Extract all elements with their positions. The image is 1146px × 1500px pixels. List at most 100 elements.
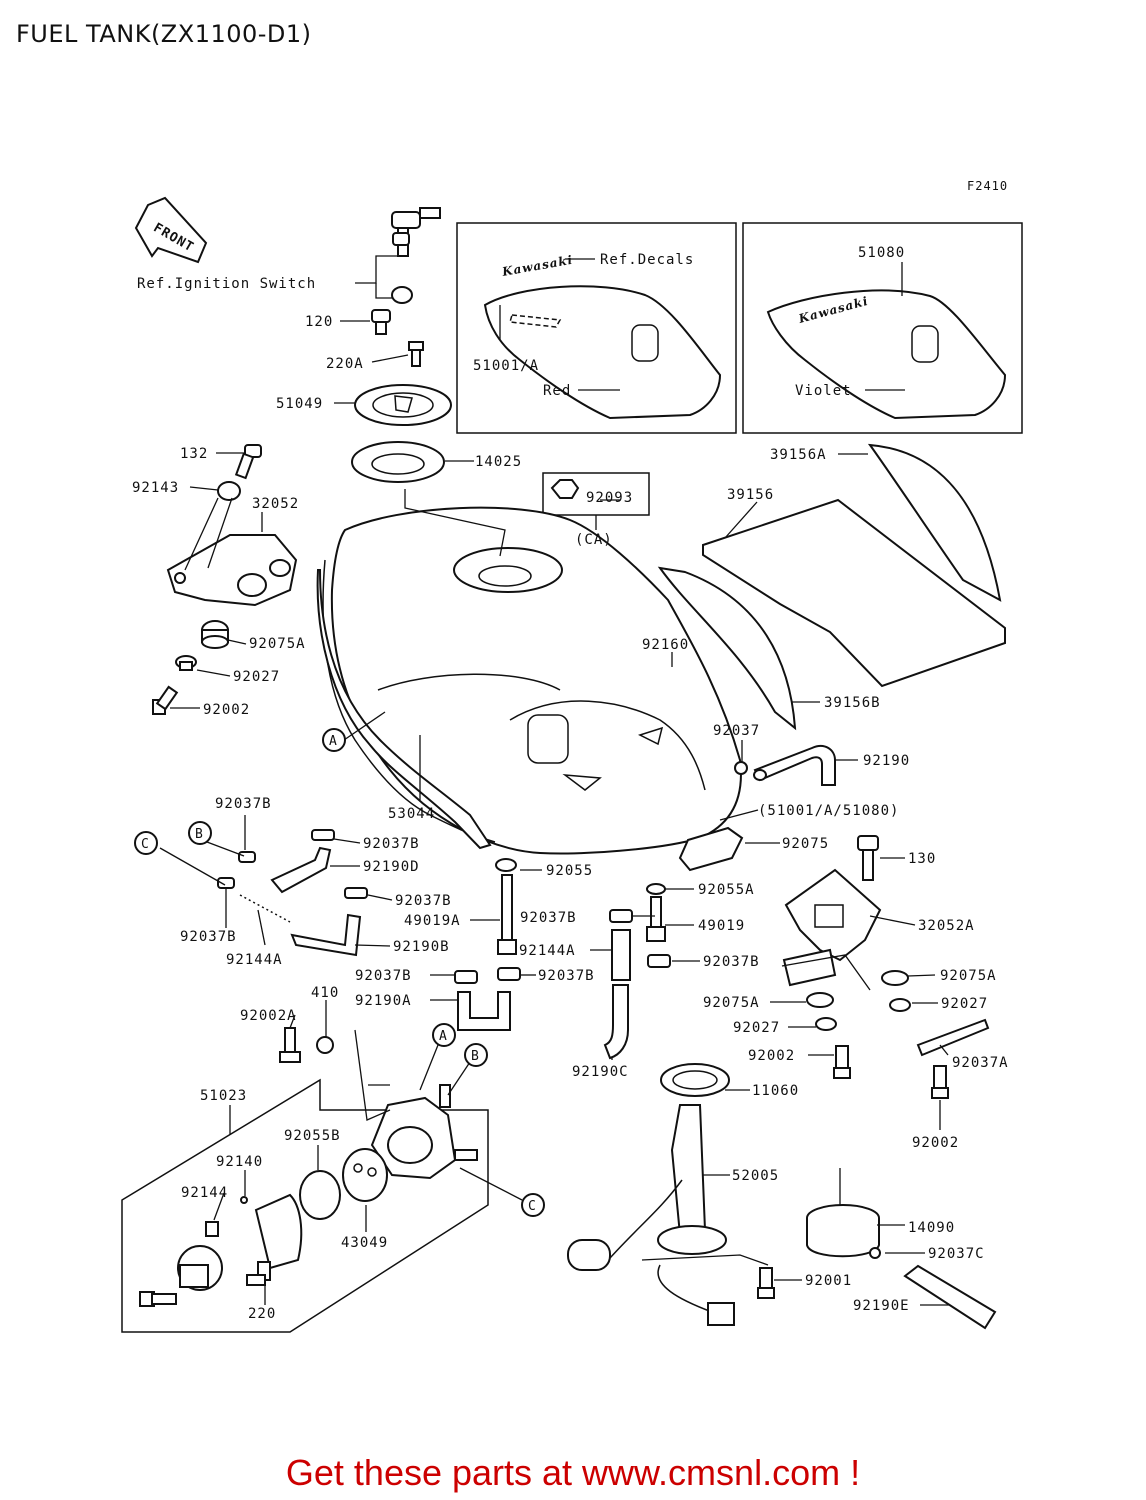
label-92190c: 92190C [572, 1064, 629, 1080]
cover-plate-icon [254, 1193, 303, 1270]
label-410: 410 [311, 985, 339, 1001]
bracket-32052-icon [166, 534, 298, 607]
label-92075a-mid: 92075A [703, 995, 760, 1011]
label-92001: 92001 [805, 1273, 852, 1289]
label-49019a: 49019A [404, 913, 461, 929]
label-92037b-h: 92037B [538, 968, 595, 984]
page-title: FUEL TANK(ZX1100-D1) [16, 20, 312, 48]
footer-link[interactable]: Get these parts at www.cmsnl.com ! [285, 1452, 861, 1493]
label-92190a: 92190A [355, 993, 412, 1009]
collar-92027-left-icon [175, 655, 197, 671]
screw-220a-icon [408, 341, 424, 367]
label-92037: 92037 [713, 723, 760, 739]
callout-circle-b-pump: B [464, 1043, 488, 1067]
grommet-92143-icon [217, 481, 241, 501]
fuel-level-sender-52005-icon [567, 1104, 735, 1326]
label-92190d: 92190D [363, 859, 420, 875]
label-92037b-g: 92037B [355, 968, 412, 984]
label-32052: 32052 [252, 496, 299, 512]
clip-92037-icon [734, 761, 748, 775]
clip-92037c-icon [869, 1247, 881, 1259]
label-92037b-a: 92037B [215, 796, 272, 812]
grommet-92075a-mid-icon [806, 992, 834, 1008]
label-92027-mid: 92027 [733, 1020, 780, 1036]
clamp-92037b-e-icon [609, 909, 633, 923]
label-32052a: 32052A [918, 918, 975, 934]
oring-92055a-icon [646, 883, 666, 895]
callout-circle-c-left: C [134, 831, 158, 855]
label-92144: 92144 [181, 1185, 228, 1201]
label-red: Red [543, 383, 571, 399]
diaphragm-43049-icon [342, 1148, 388, 1202]
bolt-132-icon [234, 444, 262, 480]
side-cover-violet-icon [766, 289, 1007, 420]
bolt-92002a-icon [279, 1027, 301, 1063]
label-14090: 14090 [908, 1220, 955, 1236]
label-92190e: 92190E [853, 1298, 910, 1314]
label-51049: 51049 [276, 396, 323, 412]
gasket-11060-icon [660, 1063, 730, 1097]
label-ref-decals: Ref.Decals [600, 252, 694, 268]
decal-brand-left: Kawasaki [500, 253, 574, 279]
bolt-120-icon [371, 309, 391, 335]
label-92037b-c: 92037B [395, 893, 452, 909]
bolt-92001-icon [757, 1267, 775, 1299]
spring-92144-icon [205, 1221, 219, 1237]
label-220: 220 [248, 1306, 276, 1322]
callout-circle-a-top: A [322, 728, 346, 752]
label-92037c: 92037C [928, 1246, 985, 1262]
spring-92144a-right-icon [611, 929, 631, 981]
label-92093: 92093 [586, 490, 633, 506]
label-92037a: 92037A [952, 1055, 1009, 1071]
label-92144a-right: 92144A [519, 943, 576, 959]
label-43049: 43049 [341, 1235, 388, 1251]
cap-ring-14025-icon [351, 441, 445, 483]
hose-92190d-icon [270, 846, 332, 894]
pipe-49019-icon [646, 896, 666, 942]
oring-92055-icon [495, 858, 517, 872]
clamp-92037b-d-icon [344, 887, 368, 899]
hose-92190e-icon [903, 1264, 997, 1330]
label-92037b-e: 92037B [520, 910, 577, 926]
label-92002-right: 92002 [912, 1135, 959, 1151]
label-92190b: 92190B [393, 939, 450, 955]
pad-39156-icon [702, 498, 1006, 688]
hose-92190c-icon [603, 984, 629, 1060]
clamp-92037b-top-icon [311, 829, 335, 841]
clamp-92037b-b-icon [238, 851, 256, 863]
figure-code: F2410 [967, 179, 1008, 193]
label-39156: 39156 [727, 487, 774, 503]
label-92075a-left: 92075A [249, 636, 306, 652]
label-92002-mid: 92002 [748, 1048, 795, 1064]
label-49019: 49019 [698, 918, 745, 934]
label-ca: (CA) [575, 532, 613, 548]
hose-92190a-icon [457, 991, 511, 1031]
label-92037b-f: 92037B [703, 954, 760, 970]
callout-circle-c-pump: C [521, 1193, 545, 1217]
front-arrow-icon: FRONT [134, 196, 208, 264]
svg-text:A: A [439, 1029, 448, 1044]
filter-14090-icon [806, 1204, 880, 1258]
label-92037b-b: 92037B [363, 836, 420, 852]
label-violet: Violet [795, 383, 852, 399]
label-120: 120 [305, 314, 333, 330]
label-92055b: 92055B [284, 1128, 341, 1144]
label-92144a-left: 92144A [226, 952, 283, 968]
label-decal-ref: (51001/A/51080) [758, 803, 899, 819]
label-130: 130 [908, 851, 936, 867]
bolt-pump-icon [139, 1291, 177, 1307]
label-11060: 11060 [752, 1083, 799, 1099]
label-39156a: 39156A [770, 447, 827, 463]
clamp-92037b-h-icon [497, 967, 521, 981]
bolt-92002-left-icon [152, 685, 179, 715]
pad-39156a-icon [867, 443, 1002, 602]
label-92190: 92190 [863, 753, 910, 769]
label-92140: 92140 [216, 1154, 263, 1170]
label-92143: 92143 [132, 480, 179, 496]
collar-92027-right-icon [889, 998, 911, 1012]
pad-92075-icon [678, 826, 744, 872]
bolt-130-icon [857, 835, 879, 881]
grommet-92075a-right-icon [881, 970, 909, 986]
svg-text:C: C [528, 1199, 537, 1214]
parts-diagram: FRONT [121, 179, 1023, 1333]
